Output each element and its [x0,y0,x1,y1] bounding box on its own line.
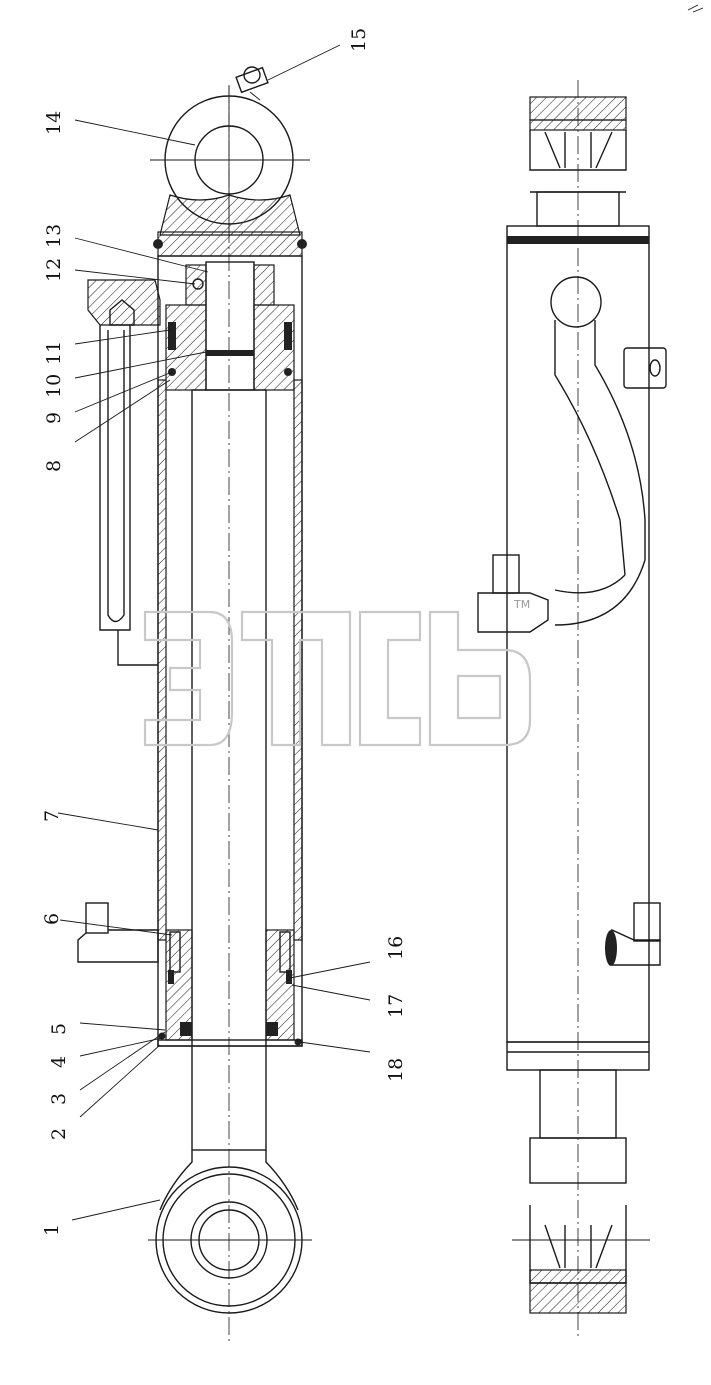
top-clevis-eye [150,86,310,236]
callout-5: 5 [48,1023,70,1035]
callout-9: 9 [43,412,65,424]
gland [157,929,303,1047]
callout-4: 4 [48,1056,70,1068]
rear-cap [157,231,303,257]
leader-lines [57,44,371,1221]
grease-nipple [235,66,269,101]
callout-17: 17 [385,994,407,1018]
callout-6: 6 [41,913,63,925]
callout-14: 14 [43,111,65,135]
top-hose-fitting [87,279,161,326]
exterior-view [477,80,667,1340]
lower-port-fitting [77,902,159,963]
piston-rod [191,389,267,1151]
top-eye-side-upper [529,96,627,121]
callout-8: 8 [43,460,65,472]
callout-13: 13 [43,224,65,248]
rod-end-eye [148,1150,312,1314]
callout-18: 18 [385,1058,407,1082]
callout-3: 3 [48,1093,70,1105]
callout-labels: 1 2 3 4 5 6 7 8 9 10 11 12 13 14 15 16 1… [41,28,407,1236]
section-view [77,66,312,1345]
callout-1: 1 [41,1224,63,1236]
watermark-mark: TM [513,598,530,611]
watermark: TM [143,598,532,747]
external-tube [99,325,158,666]
callout-12: 12 [43,258,65,282]
callout-7: 7 [41,810,63,822]
callout-2: 2 [48,1128,70,1140]
corner-mark [687,4,704,13]
callout-10: 10 [43,374,65,398]
callout-15: 15 [348,28,370,52]
callout-16: 16 [385,936,407,960]
callout-11: 11 [43,341,65,365]
piston [165,261,295,391]
